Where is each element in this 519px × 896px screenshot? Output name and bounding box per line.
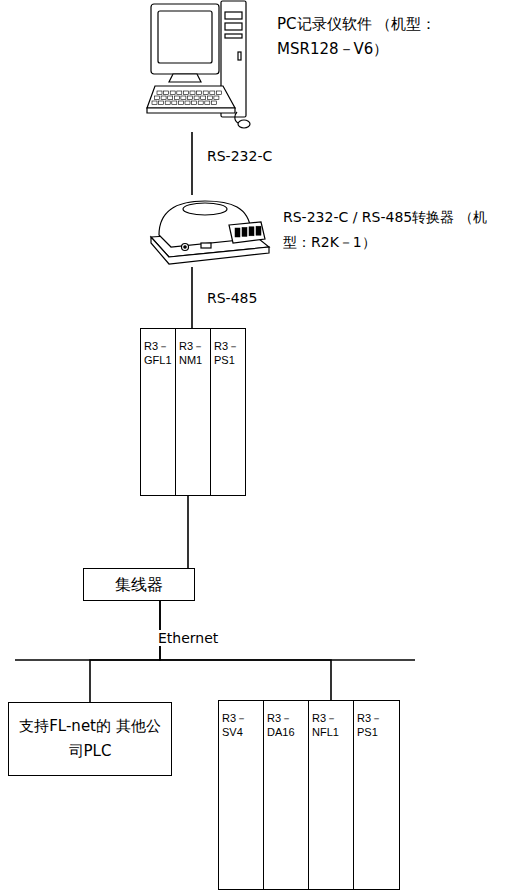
module-label: R3－ DA16: [264, 701, 308, 739]
pc-illustration: [145, 0, 255, 132]
module-label: R3－ PS1: [354, 701, 399, 739]
module-box: R3－ NM1: [175, 328, 211, 496]
module-box: R3－ PS1: [353, 700, 400, 890]
hub-box: 集线器: [83, 568, 195, 601]
module-box: R3－ GFL1: [140, 328, 176, 496]
module-box: R3－ NFL1: [308, 700, 354, 890]
node-label: PC记录仪软件 （机型：MSR128－V6）: [277, 12, 462, 62]
connector-line: [191, 267, 193, 328]
module-label: R3－ PS1: [211, 329, 245, 367]
module-box: R3－ DA16: [263, 700, 309, 890]
node-label: 集线器: [109, 572, 169, 597]
module-box: R3－ SV4: [218, 700, 264, 890]
network-label: Ethernet: [156, 630, 220, 646]
connector-line: [160, 601, 331, 700]
connector-line: [187, 496, 189, 568]
node-label: RS-232-C / RS-485转换器 （机型：R2K－1）: [283, 205, 508, 255]
connector-line: [90, 601, 160, 702]
module-label: R3－ NFL1: [309, 701, 353, 739]
plc-box: 支持FL-net的 其他公司PLC: [8, 702, 172, 776]
converter-illustration: [145, 195, 275, 267]
module-label: R3－ GFL1: [141, 329, 175, 367]
node-label: 支持FL-net的 其他公司PLC: [9, 714, 171, 764]
bus-label: RS-485: [205, 290, 259, 306]
bus-label: RS-232-C: [205, 148, 274, 164]
converter-node: RS-232-C / RS-485转换器 （机型：R2K－1）: [145, 195, 515, 267]
pc-node: PC记录仪软件 （机型：MSR128－V6）: [145, 0, 515, 132]
connector-line: [191, 132, 193, 195]
module-label: R3－ SV4: [219, 701, 263, 739]
module-label: R3－ NM1: [176, 329, 210, 367]
module-box: R3－ PS1: [210, 328, 246, 496]
